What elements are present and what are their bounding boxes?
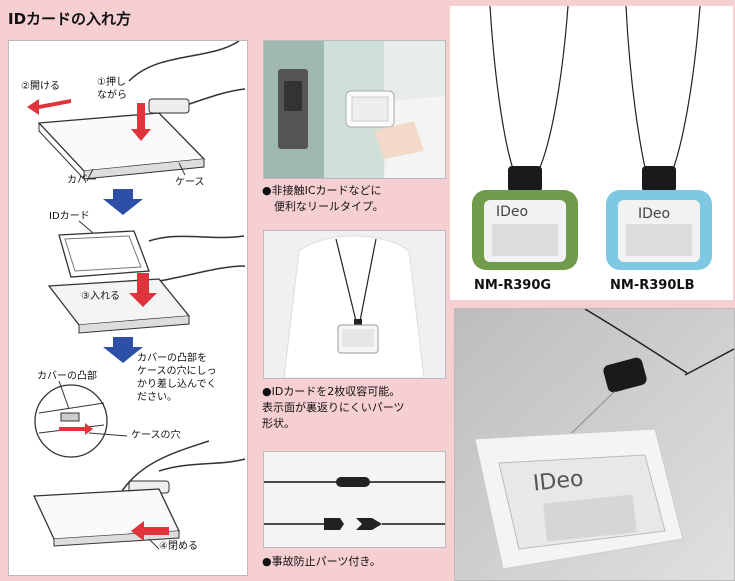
green-model-label: NM-R390G xyxy=(474,278,552,293)
instruction-illustration xyxy=(27,40,246,550)
closeup-image xyxy=(455,309,734,580)
wearing-photo xyxy=(263,230,446,379)
instruction-panel: ②開ける ①押し ながら カバー ケース IDカード ③入れる カバーの凸部 カ… xyxy=(8,40,248,576)
step-open-label: ②開ける xyxy=(21,81,60,92)
reel-caption-2: 便利なリールタイプ。 xyxy=(274,200,384,213)
blue-model-label: NM-R390LB xyxy=(610,278,695,293)
instruction-line-1: カバーの凸部を xyxy=(137,353,207,364)
reel-photo xyxy=(263,40,446,179)
two-cards-caption-2: 表示面が裏返りにくいパーツ xyxy=(262,401,405,414)
cover-label: カバー xyxy=(67,175,97,186)
products-image xyxy=(450,6,733,300)
closeup-photo: IDeo xyxy=(454,308,735,581)
instruction-line-3: かり差し込んでく xyxy=(137,379,217,390)
blue-holder-logo: IDeo xyxy=(638,206,671,222)
reel-caption-1: ●非接触ICカードなどに xyxy=(262,184,382,197)
step-press-label-2: ながら xyxy=(97,90,127,101)
products-panel: IDeo IDeo NM-R390G NM-R390LB xyxy=(450,6,733,300)
two-cards-caption-3: 形状。 xyxy=(262,417,295,430)
id-card-label: IDカード xyxy=(49,211,90,222)
safety-caption: ●事故防止パーツ付き。 xyxy=(262,555,381,568)
cover-tab-label: カバーの凸部 xyxy=(37,371,97,382)
case-label: ケース xyxy=(175,177,205,188)
two-cards-caption-1: ●IDカードを2枚収容可能。 xyxy=(262,385,401,398)
green-holder-logo: IDeo xyxy=(496,204,529,220)
instruction-line-2: ケースの穴にしっ xyxy=(137,366,217,377)
step-insert-label: ③入れる xyxy=(81,291,120,302)
reel-photo-image xyxy=(264,41,445,178)
instruction-line-4: ださい。 xyxy=(137,392,177,403)
breakaway-photo-image xyxy=(264,452,445,547)
closeup-holder-logo: IDeo xyxy=(531,466,585,497)
page-title: IDカードの入れ方 xyxy=(8,10,132,28)
case-hole-label: ケースの穴 xyxy=(131,430,181,441)
wearing-photo-image xyxy=(264,231,445,378)
breakaway-photo xyxy=(263,451,446,548)
step-close-label: ④閉める xyxy=(159,541,198,552)
step-press-label-1: ①押し xyxy=(97,77,126,88)
